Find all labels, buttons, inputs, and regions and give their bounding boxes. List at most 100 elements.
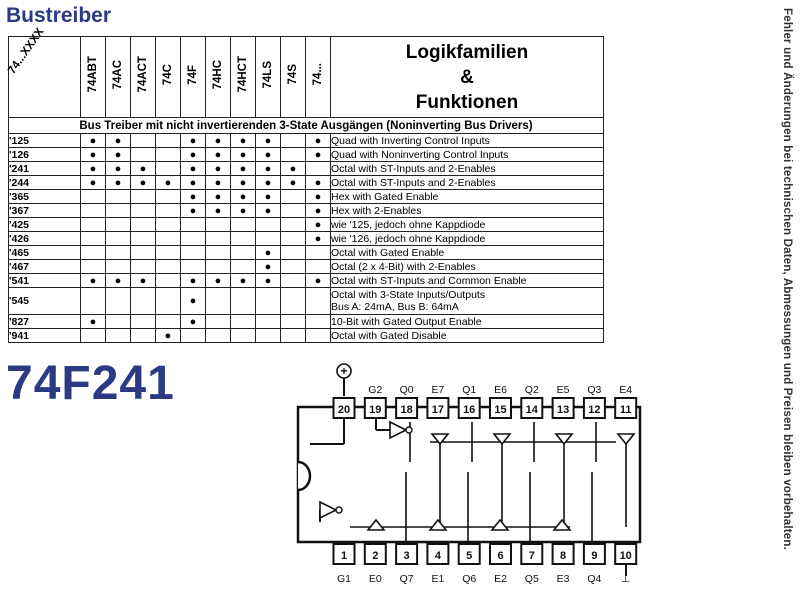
table-row: '425●wie '125, jedoch ohne Kappdiode [8,217,604,232]
top-pin-label: Q0 [400,384,414,396]
table-row: '244●●●●●●●●●●Octal with ST-Inputs and 2… [8,175,604,190]
function-line: Hex with Gated Enable [331,190,439,203]
availability-cell: ● [230,161,256,176]
availability-dot: ● [89,176,97,189]
table-row: '426●wie '126, jedoch ohne Kappdiode [8,231,604,246]
function-line: Octal with Gated Enable [331,246,445,259]
availability-dot: ● [214,176,222,189]
availability-cell: ● [255,259,281,274]
availability-dot: ● [164,176,172,189]
function-description: Octal with ST-Inputs and Common Enable [330,273,604,288]
availability-cell: ● [305,133,331,148]
availability-cell [305,328,331,343]
corner-header: 74...XXXX [6,26,81,118]
top-pin-number: 17 [432,404,444,416]
availability-dot: ● [89,148,97,161]
table-row: '465●Octal with Gated Enable [8,245,604,260]
availability-cell [205,217,231,232]
function-description: wie '125, jedoch ohne Kappdiode [330,217,604,232]
bottom-pin-number: 6 [497,550,503,562]
availability-cell [155,273,181,288]
availability-cell: ● [80,175,106,190]
availability-cell: ● [205,161,231,176]
section-title: Bus Treiber mit nicht invertierenden 3-S… [8,117,604,134]
top-pin-label: Q1 [462,384,476,396]
function-line: Quad with Inverting Control Inputs [331,134,490,147]
availability-dot: ● [89,274,97,287]
type-code: '365 [8,189,81,204]
pinout-schematic: +201G119G22E018Q03Q717E74E116Q15Q615E66E… [296,363,642,585]
availability-dot: ● [264,148,272,161]
availability-dot: ● [314,190,322,203]
availability-cell: ● [180,314,206,329]
table-row: '241●●●●●●●●Octal with ST-Inputs and 2-E… [8,161,604,176]
availability-cell [80,328,106,343]
type-code: '425 [8,217,81,232]
availability-cell [130,203,156,218]
availability-cell [205,314,231,329]
table-row: '467●Octal (2 x 4-Bit) with 2-Enables [8,259,604,274]
availability-cell: ● [205,189,231,204]
top-pin-number: 14 [526,404,539,416]
availability-dot: ● [264,176,272,189]
family-header-label: 74LS [262,60,274,89]
type-code: '541 [8,273,81,288]
corner-label: 74...XXXX [6,26,47,77]
function-description: wie '126, jedoch ohne Kappdiode [330,231,604,246]
availability-cell [180,231,206,246]
function-line: Quad with Noninverting Control Inputs [331,148,509,161]
availability-cell [230,287,256,315]
buffer-gate [616,433,636,446]
top-pin-label: E6 [494,384,507,396]
availability-cell [130,287,156,315]
bottom-pin-box [332,543,356,565]
type-code: '244 [8,175,81,190]
availability-cell [155,203,181,218]
availability-cell [105,203,131,218]
availability-cell: ● [180,147,206,162]
availability-cell: ● [130,175,156,190]
bottom-pin-number: 4 [435,550,442,562]
availability-cell [105,231,131,246]
function-description: Hex with 2-Enables [330,203,604,218]
availability-cell: ● [205,133,231,148]
availability-dot: ● [189,315,197,328]
availability-cell: ● [130,161,156,176]
family-header: 74C [155,36,181,118]
availability-cell [80,217,106,232]
family-header-label: 74S [287,64,299,85]
table-row: '827●●10-Bit with Gated Output Enable [8,314,604,329]
availability-cell: ● [280,161,306,176]
availability-cell: ● [305,273,331,288]
bottom-pin-label: E0 [369,573,382,585]
availability-cell [105,328,131,343]
availability-cell [255,314,281,329]
function-line: Octal (2 x 4-Bit) with 2-Enables [331,260,476,273]
availability-cell: ● [105,133,131,148]
buffer-gate [428,518,448,531]
type-code: '126 [8,147,81,162]
function-description: Quad with Noninverting Control Inputs [330,147,604,162]
availability-cell [105,217,131,232]
availability-dot: ● [314,148,322,161]
type-code: '545 [8,287,81,315]
availability-cell [205,245,231,260]
availability-cell [80,245,106,260]
family-header-label: 74HCT [237,56,249,93]
function-description: Hex with Gated Enable [330,189,604,204]
availability-cell [205,287,231,315]
availability-cell: ● [180,189,206,204]
availability-dot: ● [264,190,272,203]
availability-cell [105,287,131,315]
type-code: '465 [8,245,81,260]
top-pin-number: 20 [338,404,350,416]
availability-dot: ● [214,148,222,161]
bottom-pin-box [614,543,638,565]
function-line: wie '126, jedoch ohne Kappdiode [331,232,486,245]
top-pin-number: 19 [369,404,381,416]
function-description: Octal (2 x 4-Bit) with 2-Enables [330,259,604,274]
family-header-label: 74... [312,63,324,86]
availability-cell: ● [305,231,331,246]
availability-cell [155,287,181,315]
availability-cell: ● [255,175,281,190]
